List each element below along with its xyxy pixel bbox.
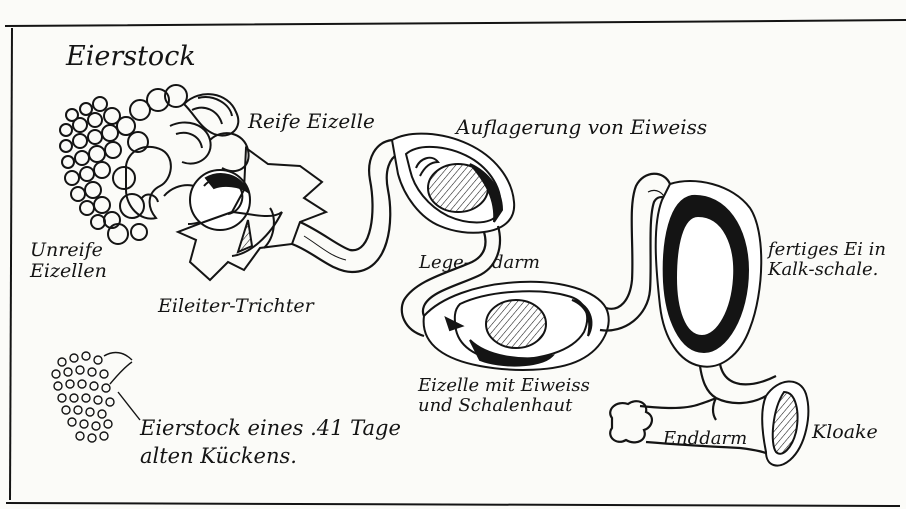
label-finished-egg: fertiges Ei in Kalk-schale. xyxy=(768,240,888,280)
label-immature-egg-cells: Unreife Eizellen xyxy=(30,240,120,283)
cloaca-shape xyxy=(762,381,808,465)
label-ovary-41-day-chick: Eierstock eines .41 Tage alten Kückens. xyxy=(140,414,410,471)
label-oviduct-funnel: Eileiter-Trichter xyxy=(158,296,314,317)
albumen-section xyxy=(392,134,514,233)
label-egg-with-albumen-membrane: Eizelle mit Eiweiss und Schalenhaut xyxy=(418,376,618,416)
diagram-title: Eierstock xyxy=(66,42,196,72)
label-lay-intestine-part2: darm xyxy=(492,253,540,273)
oviduct-upper-tube xyxy=(292,140,398,272)
label-rectum: Enddarm xyxy=(663,429,747,449)
mature-egg-cell xyxy=(190,170,250,230)
label-albumen-deposit: Auflagerung von Eiweiss xyxy=(456,116,707,138)
label-cloaca: Kloake xyxy=(812,422,878,443)
label-mature-egg-cell: Reife Eizelle xyxy=(248,110,375,132)
label-lay-intestine-part1: Lege- xyxy=(419,253,470,273)
egg-membrane-section xyxy=(424,282,609,370)
chick-ovary-sketch xyxy=(52,352,140,442)
finished-egg xyxy=(656,181,762,367)
